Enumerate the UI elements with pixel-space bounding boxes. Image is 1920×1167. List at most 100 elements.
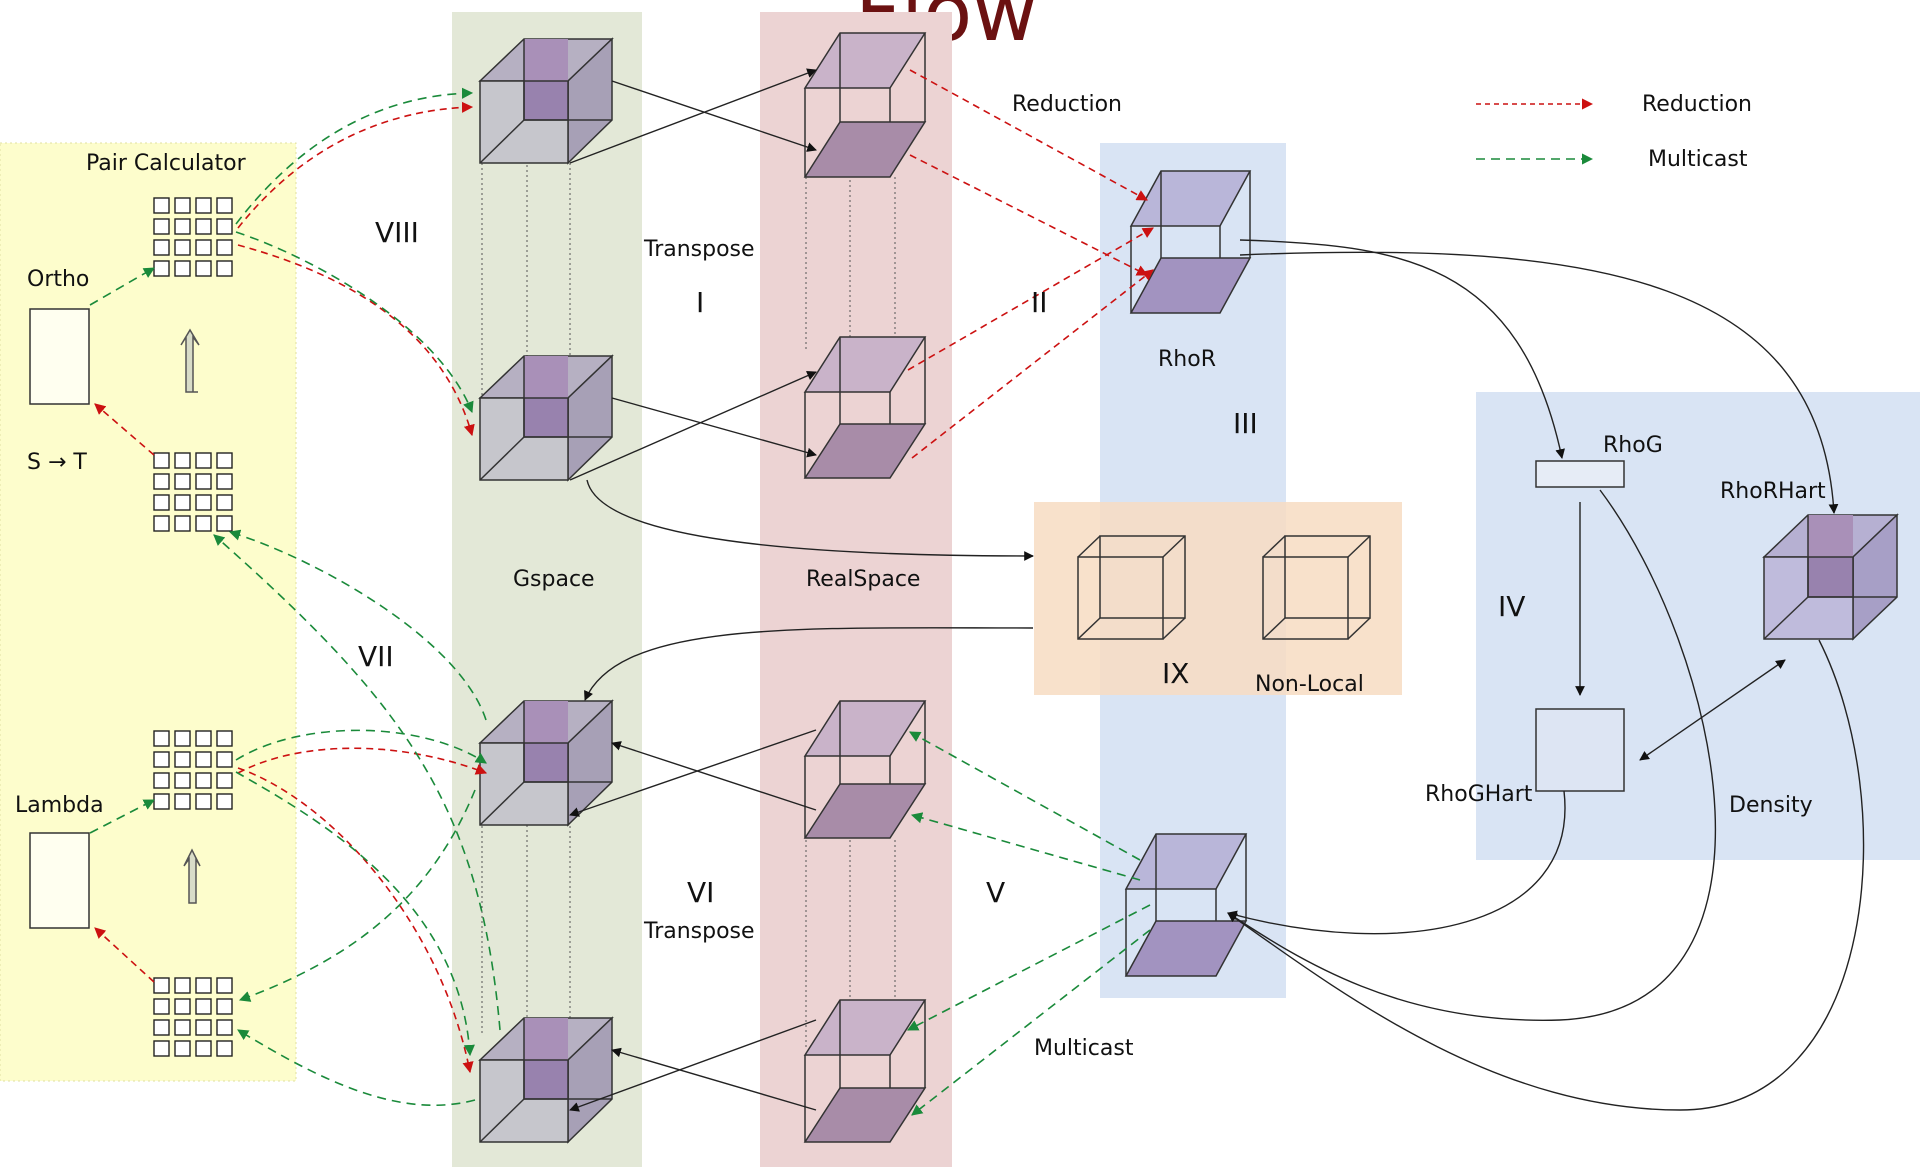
gspace-cube-2 xyxy=(478,354,614,482)
grid-cell xyxy=(174,793,191,810)
realspace-cube-3 xyxy=(803,700,927,839)
transpose-top-label: Transpose xyxy=(643,237,755,262)
grid-cell xyxy=(216,218,233,235)
grid-cell xyxy=(216,473,233,490)
phase-vii: VII xyxy=(358,640,394,673)
grid-cell xyxy=(216,730,233,747)
legend: Reduction Multicast xyxy=(1476,92,1752,172)
grid-cell xyxy=(174,515,191,532)
phase-iv: IV xyxy=(1498,590,1525,623)
grid-lambda-top xyxy=(153,730,233,810)
multicast-label: Multicast xyxy=(1034,1036,1134,1061)
pair-calculator-label: Pair Calculator xyxy=(86,151,247,176)
transpose-bottom-label: Transpose xyxy=(643,919,755,944)
ortho-label: Ortho xyxy=(27,267,89,292)
grid-cell xyxy=(195,1019,212,1036)
grid-cell xyxy=(195,730,212,747)
grid-cell xyxy=(216,452,233,469)
phase-ii: II xyxy=(1031,286,1048,319)
grid-cell xyxy=(174,772,191,789)
grid-cell xyxy=(174,239,191,256)
ortho-box xyxy=(29,308,90,405)
grid-cell xyxy=(174,494,191,511)
realspace-label: RealSpace xyxy=(806,567,920,592)
grid-lambda-bottom xyxy=(153,977,233,1057)
grid-cell xyxy=(216,1040,233,1057)
grid-cell xyxy=(153,494,170,511)
phase-viii: VIII xyxy=(375,216,419,249)
grid-cell xyxy=(174,1040,191,1057)
gspace-band xyxy=(452,12,642,1167)
legend-reduction-label: Reduction xyxy=(1642,92,1752,117)
rhorhart-cube xyxy=(1762,513,1899,641)
legend-multicast-label: Multicast xyxy=(1648,147,1748,172)
phase-iii: III xyxy=(1233,407,1258,440)
grid-cell xyxy=(195,239,212,256)
grid-cell xyxy=(216,772,233,789)
rhoghart-box xyxy=(1535,708,1625,792)
nonlocal-cube-2 xyxy=(1262,535,1371,640)
grid-cell xyxy=(153,239,170,256)
grid-cell xyxy=(153,977,170,994)
phase-vi: VI xyxy=(687,876,714,909)
grid-cell xyxy=(153,260,170,277)
grid-cell xyxy=(195,197,212,214)
realspace-cube-1 xyxy=(803,32,927,178)
block-arrow-lower xyxy=(183,848,201,904)
grid-cell xyxy=(174,977,191,994)
grid-ortho-top xyxy=(153,197,233,277)
grid-cell xyxy=(195,494,212,511)
grid-cell xyxy=(216,1019,233,1036)
rhog-box xyxy=(1535,460,1625,488)
nonlocal-band xyxy=(1034,502,1402,695)
grid-cell xyxy=(195,772,212,789)
phase-ix: IX xyxy=(1162,657,1189,690)
reduction-arrows xyxy=(94,69,1154,1074)
grid-cell xyxy=(195,998,212,1015)
grid-cell xyxy=(174,218,191,235)
flow-curves xyxy=(584,239,1865,1111)
grid-cell xyxy=(174,260,191,277)
grid-cell xyxy=(174,730,191,747)
grid-cell xyxy=(174,998,191,1015)
grid-cell xyxy=(153,452,170,469)
grid-cell xyxy=(153,1019,170,1036)
grid-cell xyxy=(195,751,212,768)
grid-cell xyxy=(153,515,170,532)
lambda-label: Lambda xyxy=(15,793,104,818)
gspace-label: Gspace xyxy=(513,567,595,592)
grid-cell xyxy=(216,515,233,532)
rhor-label: RhoR xyxy=(1158,347,1216,372)
grid-cell xyxy=(195,977,212,994)
realspace-band xyxy=(760,12,952,1167)
grid-cell xyxy=(195,793,212,810)
grid-cell xyxy=(216,494,233,511)
grid-cell xyxy=(174,197,191,214)
grid-cell xyxy=(153,793,170,810)
grid-cell xyxy=(216,751,233,768)
gspace-cube-3 xyxy=(478,699,614,827)
nonlocal-cube-1 xyxy=(1077,535,1186,640)
grid-cell xyxy=(153,751,170,768)
s-to-t-label: S → T xyxy=(27,450,87,475)
grid-cell xyxy=(195,452,212,469)
gspace-cube-1 xyxy=(478,37,614,165)
phase-i: I xyxy=(696,286,704,319)
grid-cell xyxy=(174,751,191,768)
grid-cell xyxy=(153,730,170,747)
grid-cell xyxy=(216,977,233,994)
grid-cell xyxy=(216,793,233,810)
grid-cell xyxy=(195,515,212,532)
grid-cell xyxy=(174,1019,191,1036)
rhorhart-label: RhoRHart xyxy=(1720,479,1826,504)
multicast-source-cube xyxy=(1124,833,1248,977)
pair-calculator-grids xyxy=(153,197,233,1057)
realspace-cube-4 xyxy=(803,999,927,1143)
phase-v: V xyxy=(986,876,1005,909)
rhoghart-label: RhoGHart xyxy=(1425,782,1533,807)
grid-cell xyxy=(216,998,233,1015)
grid-cell xyxy=(195,260,212,277)
grid-cell xyxy=(195,218,212,235)
reduction-label: Reduction xyxy=(1012,92,1122,117)
